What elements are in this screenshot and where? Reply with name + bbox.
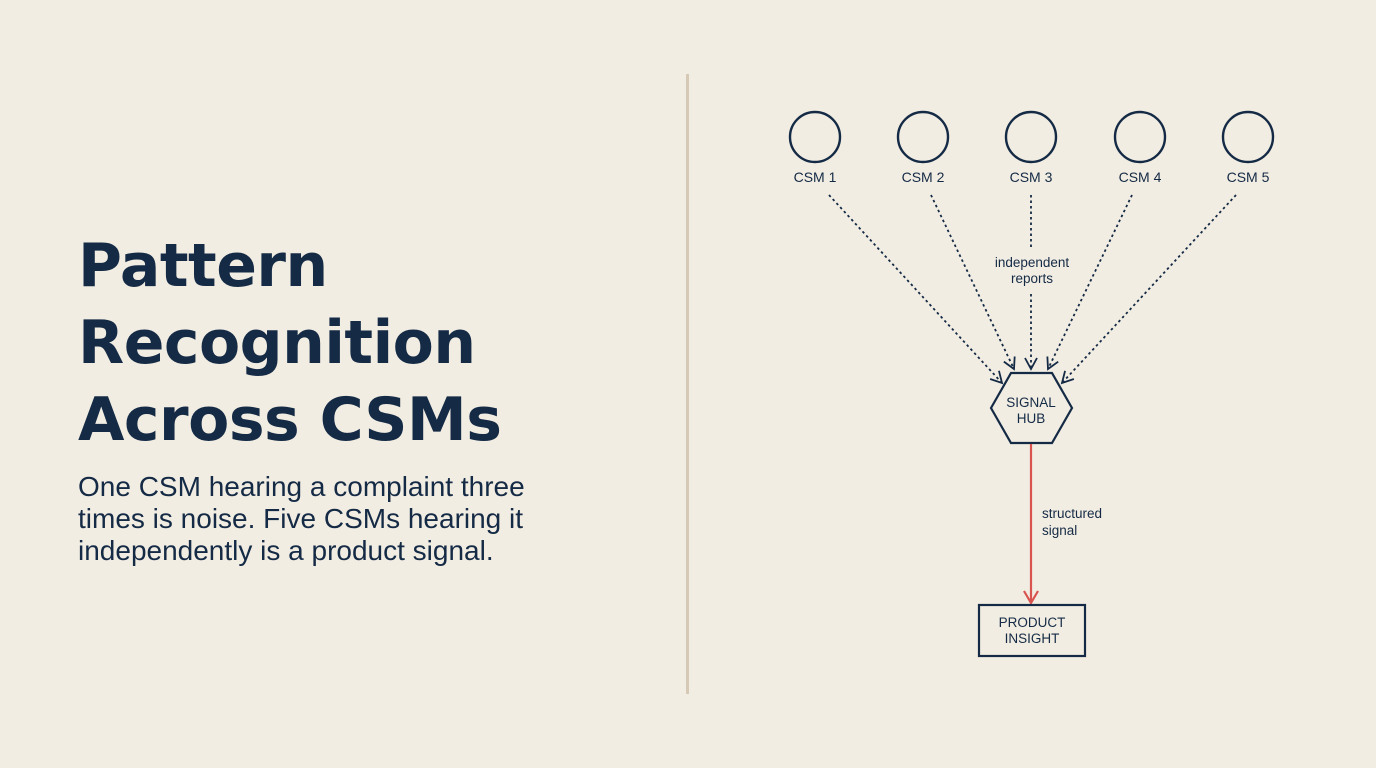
signal-hub-label-line-2: HUB — [1017, 411, 1046, 426]
csm-node-label: CSM 2 — [902, 169, 945, 185]
subtitle-line-2: times is noise. Five CSMs hearing it — [78, 503, 524, 534]
reports-label: independent reports — [988, 248, 1076, 292]
slide-title: Pattern Recognition Across CSMs — [78, 228, 638, 459]
report-edge — [930, 194, 1016, 371]
product-insight: PRODUCT INSIGHT — [977, 603, 1087, 658]
reports-label-line-2: reports — [1011, 271, 1053, 286]
slide-subtitle: One CSM hearing a complaint three times … — [78, 471, 658, 567]
structured-signal-label: structured signal — [1042, 506, 1102, 538]
reports-label-backdrop — [988, 248, 1076, 292]
subtitle-line-3: independently is a product signal. — [78, 535, 494, 566]
report-edge — [1046, 194, 1133, 371]
csm-node-label: CSM 4 — [1119, 169, 1162, 185]
title-line-3: Across CSMs — [78, 385, 502, 455]
csm-source: CSM 2 — [896, 110, 950, 185]
csm-source: CSM 1 — [788, 110, 842, 185]
report-edge — [1060, 194, 1237, 385]
structured-signal-label-line-1: structured — [1042, 506, 1102, 521]
csm-node-circle — [1221, 110, 1275, 164]
structured-signal-label-line-2: signal — [1042, 523, 1077, 538]
csm-node-circle — [1113, 110, 1167, 164]
report-edge — [828, 194, 1004, 385]
signal-hub-hexagon — [989, 371, 1074, 445]
csm-node-label: CSM 1 — [794, 169, 837, 185]
subtitle-line-1: One CSM hearing a complaint three — [78, 471, 525, 502]
csm-node-circle — [1004, 110, 1058, 164]
csm-node-label: CSM 3 — [1010, 169, 1053, 185]
title-line-2: Recognition — [78, 308, 476, 378]
csm-source: CSM 4 — [1113, 110, 1167, 185]
report-edges — [828, 194, 1237, 385]
csm-node-label: CSM 5 — [1227, 169, 1270, 185]
reports-label-line-1: independent — [995, 255, 1070, 270]
csm-source: CSM 5 — [1221, 110, 1275, 185]
product-insight-label-line-1: PRODUCT — [999, 615, 1066, 630]
product-insight-label-line-2: INSIGHT — [1005, 631, 1060, 646]
product-insight-box — [977, 603, 1087, 658]
signal-hub: SIGNAL HUB — [989, 371, 1074, 445]
csm-node-circle — [788, 110, 842, 164]
title-line-1: Pattern — [78, 231, 328, 301]
vertical-divider — [686, 74, 689, 694]
csm-node-circle — [896, 110, 950, 164]
signal-hub-label-line-1: SIGNAL — [1006, 395, 1056, 410]
csm-sources: CSM 1 CSM 2 CSM 3 CSM 4 CSM 5 — [788, 110, 1275, 185]
csm-source: CSM 3 — [1004, 110, 1058, 185]
